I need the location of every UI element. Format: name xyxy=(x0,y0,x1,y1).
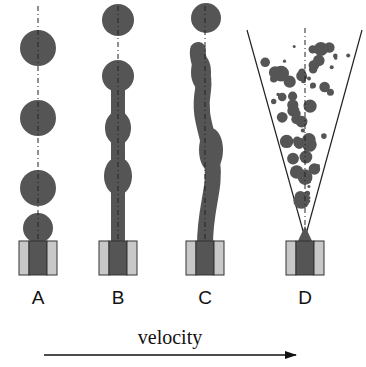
droplet xyxy=(276,93,280,97)
centerline xyxy=(38,6,305,240)
droplet xyxy=(277,112,288,123)
droplet xyxy=(309,45,317,53)
nozzle-part xyxy=(47,241,57,275)
droplet xyxy=(346,54,350,58)
droplet xyxy=(283,60,286,63)
droplet xyxy=(319,82,330,93)
droplet xyxy=(330,65,334,69)
droplet xyxy=(321,133,327,139)
nozzle-part xyxy=(109,241,127,275)
droplet xyxy=(302,181,305,184)
regime-letter: C xyxy=(198,288,212,307)
droplet xyxy=(296,116,308,128)
droplet xyxy=(316,164,320,168)
droplet xyxy=(307,196,310,199)
droplet xyxy=(302,133,316,147)
nozzle-part xyxy=(19,241,29,275)
droplet xyxy=(309,60,320,71)
droplet xyxy=(310,148,314,152)
nozzle-part xyxy=(127,241,137,275)
nozzle-part xyxy=(29,241,47,275)
droplet xyxy=(260,58,270,68)
droplet xyxy=(295,191,306,202)
droplet xyxy=(300,151,313,164)
nozzle-part xyxy=(214,241,224,275)
droplet xyxy=(310,83,316,89)
droplet xyxy=(275,72,283,80)
nozzle-part xyxy=(286,241,296,275)
droplet xyxy=(324,42,335,53)
droplet xyxy=(334,57,337,60)
droplet xyxy=(288,92,297,101)
droplet xyxy=(290,165,304,179)
droplet xyxy=(282,138,287,143)
velocity-arrow xyxy=(44,354,296,355)
droplet xyxy=(287,153,299,165)
regime-letter: D xyxy=(298,288,312,307)
droplet xyxy=(307,199,311,203)
droplet xyxy=(284,76,296,88)
droplet xyxy=(301,128,305,132)
droplet xyxy=(293,45,296,48)
regime-b xyxy=(102,4,134,245)
droplet xyxy=(280,135,293,148)
nozzle-part xyxy=(196,241,214,275)
nozzle-part xyxy=(314,241,324,275)
nozzle xyxy=(19,241,324,275)
droplet xyxy=(292,79,295,82)
nozzle-part xyxy=(186,241,196,275)
droplet xyxy=(271,99,276,104)
nozzle-part xyxy=(99,241,109,275)
droplet xyxy=(307,76,311,80)
regime-letter: B xyxy=(112,288,125,307)
regime-c xyxy=(191,3,223,245)
droplet xyxy=(307,185,310,188)
droplet xyxy=(305,191,311,197)
droplet xyxy=(293,136,302,145)
nozzle-part xyxy=(296,241,314,275)
regime-letter: A xyxy=(32,288,45,307)
axis-label: velocity xyxy=(138,327,202,347)
